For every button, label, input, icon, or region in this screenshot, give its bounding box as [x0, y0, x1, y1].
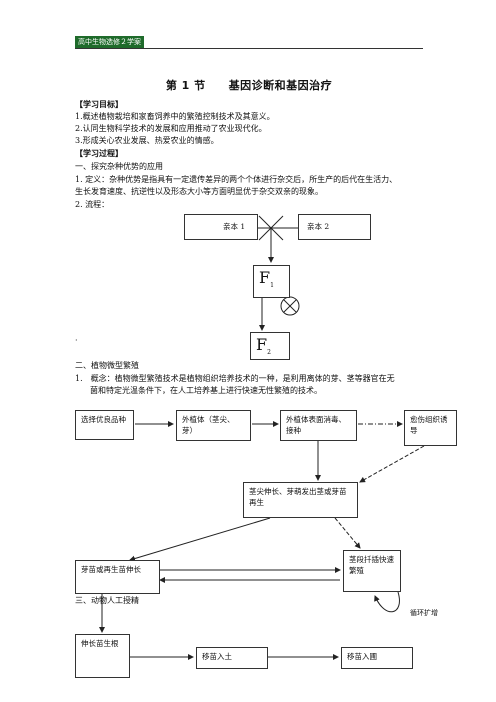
page-title: 第 1 节 基因诊断和基因治疗 — [165, 79, 333, 92]
objectives-heading: 【学习目标】 — [75, 100, 123, 109]
section1-title: 一、探究杂种优势的应用 — [75, 162, 163, 171]
f2-box: F2 — [250, 332, 290, 360]
objective-item: 1.概述植物栽培和家畜饲养中的繁殖控制技术及其意义。 — [75, 112, 275, 121]
objective-item: 2.认同生物科学技术的发展和应用推动了农业现代化。 — [75, 124, 267, 133]
section1-definition-line1: 1. 定义：杂种优势是指具有一定遗传差异的两个个体进行杂交后，所生产的后代在生活… — [75, 175, 398, 184]
margin-mark: · — [75, 336, 78, 345]
sterilize-box: 外植体表面消毒、接种 — [280, 410, 357, 441]
section1-flow-label: 2. 流程： — [75, 200, 110, 209]
section2-concept-line1: 1. 概念：植物微型繁殖技术是植物组织培养技术的一种，是利用离体的芽、茎等器官在… — [75, 374, 395, 383]
header-tag: 高中生物选修２学案 — [75, 36, 144, 48]
section1-definition-line2: 生长发育速度、抗逆性以及形态大小等方面明显优于杂交双亲的现象。 — [75, 187, 323, 196]
shoot-elongation-box: 芽苗或再生苗伸长 — [75, 560, 160, 594]
f2-subscript: 2 — [267, 349, 271, 357]
f1-label: F — [259, 268, 271, 287]
section2-concept-line2: 菌和特定光温条件下，在人工培养基上进行快速无性繁殖的技术。 — [90, 386, 322, 395]
to-soil-box: 移苗入土 — [196, 647, 268, 669]
parent1-box: 亲本 1 — [184, 214, 258, 240]
rooting-box: 伸长苗生根 — [75, 634, 130, 678]
parent2-box: 亲本 2 — [298, 214, 371, 240]
f1-box: F1 — [253, 265, 290, 298]
f2-label: F — [256, 335, 268, 354]
f1-subscript: 1 — [270, 282, 274, 290]
callus-box: 愈伤组织诱导 — [404, 410, 457, 446]
cutting-box: 茎段扦插快速繁殖 — [343, 550, 401, 592]
section2-title: 二、植物微型繁殖 — [75, 361, 139, 370]
section3-title: 三、动物人工授精 — [75, 596, 139, 605]
cycle-label: 循环扩增 — [410, 609, 438, 617]
explant-box: 外植体（茎尖、芽） — [176, 410, 251, 441]
header-rule — [75, 48, 423, 49]
stem-tip-box: 茎尖伸长、芽萌发出茎或芽苗再生 — [243, 482, 358, 518]
select-variety-box: 选择优良品种 — [75, 410, 134, 440]
process-heading: 【学习过程】 — [75, 149, 123, 158]
to-field-box: 移苗入圃 — [341, 647, 413, 669]
objective-item: 3.形成关心农业发展、热爱农业的情感。 — [75, 136, 219, 145]
